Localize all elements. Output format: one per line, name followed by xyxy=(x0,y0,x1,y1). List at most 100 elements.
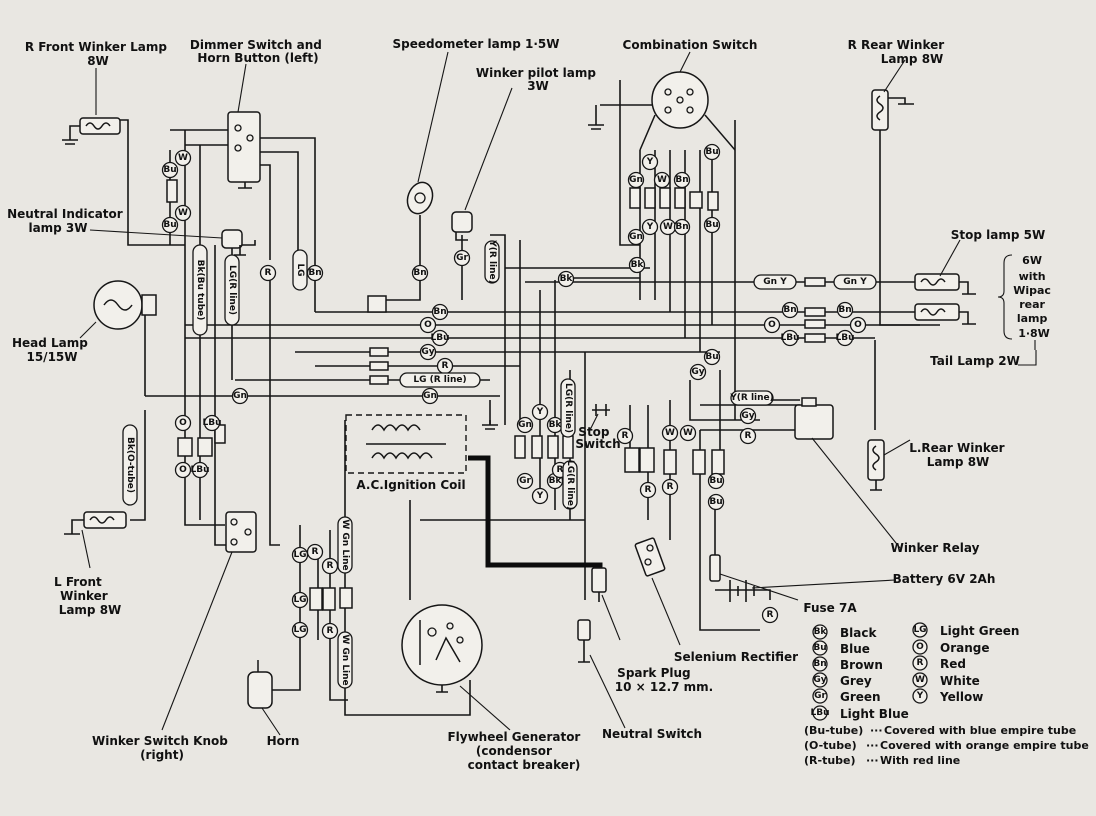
svg-text:Gn: Gn xyxy=(629,232,643,242)
r-rear-winker-lamp xyxy=(871,89,914,131)
speedometer-lamp-label: Speedometer lamp 1·5W xyxy=(393,37,560,51)
legend-color-right: LG Light Green O Orange R Red W White Y … xyxy=(912,622,1019,704)
head-lamp xyxy=(93,280,157,330)
svg-text:Bu: Bu xyxy=(163,220,176,230)
neutral-indicator-lamp xyxy=(221,229,243,249)
svg-text:LG: LG xyxy=(293,625,306,635)
component-labels: R Front Winker Lamp 8W Dimmer Switch and… xyxy=(7,37,1051,772)
svg-text:LBu: LBu xyxy=(810,708,829,718)
svg-text:With red line: With red line xyxy=(880,754,960,767)
legend-entry: R Red xyxy=(912,655,966,671)
svg-text:Y: Y xyxy=(646,222,654,232)
legend-tube-entry: (Bu-tube) ··· Covered with blue empire t… xyxy=(804,724,1076,737)
svg-text:LG(R line): LG(R line) xyxy=(565,460,575,510)
svg-text:Bu: Bu xyxy=(705,220,718,230)
wire-code-marker: W xyxy=(659,218,677,236)
wire-code-marker: Bn xyxy=(836,301,854,319)
svg-text:R: R xyxy=(265,268,272,278)
legend-entry: LG Light Green xyxy=(912,622,1019,638)
l-front-winker-lamp xyxy=(64,511,127,535)
svg-text:R: R xyxy=(917,658,924,668)
svg-text:Covered with orange empire tub: Covered with orange empire tube xyxy=(880,739,1089,752)
neutral-indicator-label: Neutral Indicator lamp 3W xyxy=(7,207,127,235)
wire-tag: Bk(O-tube) xyxy=(122,424,138,506)
svg-text:Bk: Bk xyxy=(560,274,574,284)
svg-text:Y: Y xyxy=(536,407,544,417)
svg-text:Orange: Orange xyxy=(940,641,990,655)
wire-tag: LG(R line) xyxy=(560,378,576,438)
selenium-rectifier xyxy=(634,537,666,577)
wire-code-marker: R xyxy=(321,557,339,575)
legend-entry: Gy Grey xyxy=(812,672,872,688)
svg-text:W: W xyxy=(683,428,693,438)
connectors xyxy=(166,179,826,611)
svg-text:···: ··· xyxy=(866,754,879,767)
wire-code-marker: R xyxy=(661,478,679,496)
svg-text:W: W xyxy=(663,222,673,232)
wire-code-marker: Bu xyxy=(707,472,725,490)
wire-tag: LG(R line) xyxy=(224,254,240,326)
svg-text:Y: Y xyxy=(646,157,654,167)
legend-color-left: Bk Black Bu Blue Bn Brown Gy Grey Gr Gre… xyxy=(810,624,909,721)
svg-text:O: O xyxy=(854,320,862,330)
legend-entry: Y Yellow xyxy=(912,688,983,704)
wire-code-marker: Bk xyxy=(557,270,575,288)
wire-code-marker: O xyxy=(763,316,781,334)
svg-text:O: O xyxy=(179,418,187,428)
svg-text:Bn: Bn xyxy=(783,305,796,315)
wire-code-marker: Y xyxy=(531,487,549,505)
svg-text:Bu: Bu xyxy=(705,147,718,157)
ignition-coil-label: A.C.Ignition Coil xyxy=(356,478,465,492)
svg-text:···: ··· xyxy=(870,724,883,737)
head-lamp-label: Head Lamp 15/15W xyxy=(12,336,92,364)
svg-text:(O-tube): (O-tube) xyxy=(804,739,857,752)
legend-entry: Bu Blue xyxy=(812,640,870,656)
wire-tag: LG (R line) xyxy=(399,372,481,388)
neutral-switch-label: Neutral Switch xyxy=(602,727,702,741)
svg-text:W: W xyxy=(915,675,925,685)
wire-code-marker: Y xyxy=(641,153,659,171)
svg-text:Bk: Bk xyxy=(549,420,563,430)
wire-tag: Y(R line) xyxy=(729,390,774,406)
wire-code-marker: Gr xyxy=(516,472,534,490)
spark-plug xyxy=(591,567,607,602)
svg-text:R: R xyxy=(745,431,752,441)
legend-entry: Bk Black xyxy=(812,624,877,640)
horn xyxy=(247,660,285,709)
svg-text:(R-tube): (R-tube) xyxy=(804,754,856,767)
wire-code-marker: Bu xyxy=(703,143,721,161)
svg-text:Y: Y xyxy=(536,491,544,501)
svg-text:W: W xyxy=(178,153,188,163)
svg-text:Bn: Bn xyxy=(838,305,851,315)
wire-code-marker: LBu xyxy=(835,329,855,347)
wire-tag: LG(R line) xyxy=(562,460,578,510)
wire-tag: LG xyxy=(292,249,308,291)
components xyxy=(62,71,1013,709)
l-rear-winker-lamp xyxy=(867,439,885,491)
wire-code-marker: R xyxy=(616,427,634,445)
svg-text:O: O xyxy=(768,320,776,330)
svg-text:W Gn Line: W Gn Line xyxy=(340,634,350,685)
wire-code-marker: O xyxy=(174,414,192,432)
svg-text:Gn Y: Gn Y xyxy=(843,277,867,287)
svg-text:R: R xyxy=(667,482,674,492)
svg-text:Gr: Gr xyxy=(814,691,826,701)
wire-code-marker: LBu xyxy=(780,329,800,347)
r-front-winker-lamp xyxy=(62,117,121,145)
svg-text:LG(R line): LG(R line) xyxy=(227,265,237,315)
wire-code-marker: Bn xyxy=(673,171,691,189)
winker-relay-label: Winker Relay xyxy=(891,541,980,555)
wire-code-marker: R xyxy=(306,543,324,561)
svg-text:LG (R line): LG (R line) xyxy=(413,375,466,385)
wire-code-marker: Y xyxy=(531,403,549,421)
svg-text:Gr: Gr xyxy=(519,476,531,486)
svg-text:W Gn Line: W Gn Line xyxy=(340,519,350,570)
legend-tube-entry: (O-tube) ··· Covered with orange empire … xyxy=(804,739,1089,752)
legend-tube-entry: (R-tube) ··· With red line xyxy=(804,754,960,767)
r-rear-winker-label: R Rear Winker Lamp 8W xyxy=(848,38,949,66)
tail-lamp xyxy=(914,303,976,325)
svg-text:R: R xyxy=(557,465,564,475)
color-legend: Bk Black Bu Blue Bn Brown Gy Grey Gr Gre… xyxy=(804,622,1089,767)
wire-code-marker: LG xyxy=(291,546,309,564)
